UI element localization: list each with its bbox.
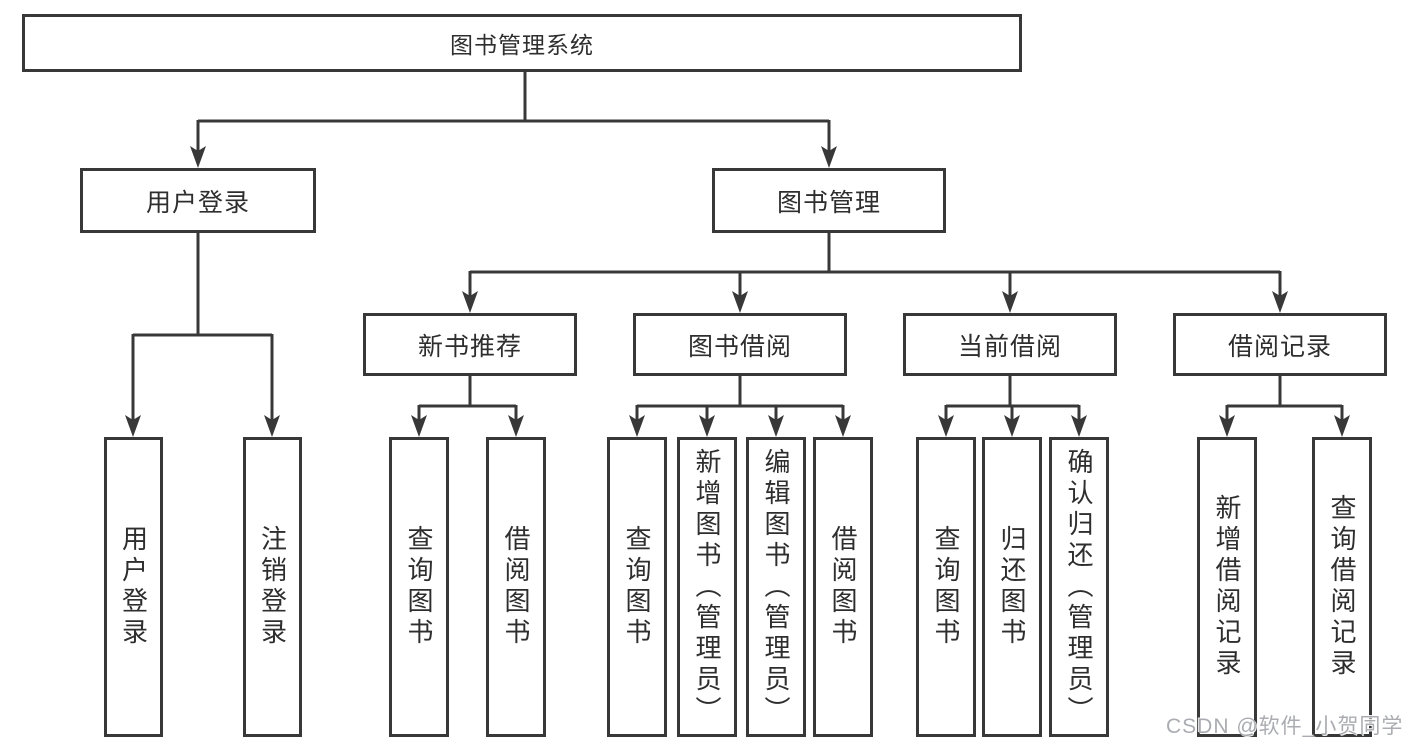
arrowhead-icon	[821, 146, 837, 168]
leaf-user-login: 用户登录	[104, 437, 163, 737]
arrowhead-icon	[462, 291, 478, 313]
node-root-system: 图书管理系统	[22, 14, 1022, 72]
arrowhead-icon	[1334, 415, 1350, 437]
arrowhead-icon	[125, 415, 141, 437]
leaf-query-books-current: 查询图书	[916, 437, 976, 737]
leaf-edit-book-admin: 编辑图书（管理员）	[746, 437, 806, 737]
leaf-label: 查询借阅记录	[1327, 494, 1357, 680]
leaf-label: 确认归还（管理员）	[1064, 447, 1094, 727]
leaf-query-borrow-record: 查询借阅记录	[1312, 437, 1372, 737]
arrowheads	[125, 146, 1350, 437]
arrowhead-icon	[411, 415, 427, 437]
leaf-logout: 注销登录	[243, 437, 302, 737]
arrowhead-icon	[732, 291, 748, 313]
leaf-label: 借阅图书	[828, 525, 858, 649]
leaf-borrow-books-recommend: 借阅图书	[486, 437, 546, 737]
leaf-label: 新增图书（管理员）	[692, 447, 722, 727]
leaf-query-books-recommend: 查询图书	[389, 437, 449, 737]
leaf-confirm-return-admin: 确认归还（管理员）	[1049, 437, 1109, 737]
arrowhead-icon	[508, 415, 524, 437]
arrowhead-icon	[1219, 415, 1235, 437]
leaf-label: 注销登录	[257, 525, 288, 649]
arrowhead-icon	[1004, 415, 1020, 437]
arrowhead-icon	[264, 415, 280, 437]
arrowhead-icon	[938, 415, 954, 437]
arrowhead-icon	[835, 415, 851, 437]
arrowhead-icon	[629, 415, 645, 437]
leaf-label: 借阅图书	[501, 525, 531, 649]
leaf-add-book-admin: 新增图书（管理员）	[677, 437, 737, 737]
arrowhead-icon	[1071, 415, 1087, 437]
connector-lines	[131, 72, 1344, 421]
leaf-label: 查询图书	[404, 525, 434, 649]
node-new-book-recommend: 新书推荐	[363, 313, 577, 376]
arrowhead-icon	[768, 415, 784, 437]
arrowhead-icon	[699, 415, 715, 437]
leaf-label: 查询图书	[622, 525, 652, 649]
csdn-watermark: CSDN @软件_小贺同学	[1166, 715, 1404, 738]
leaf-label: 查询图书	[931, 525, 961, 649]
leaf-return-book: 归还图书	[982, 437, 1042, 737]
arrowhead-icon	[1002, 291, 1018, 313]
node-user-login: 用户登录	[80, 168, 316, 233]
node-current-borrow: 当前借阅	[903, 313, 1117, 376]
leaf-label: 归还图书	[997, 525, 1027, 649]
leaf-label: 编辑图书（管理员）	[761, 447, 791, 727]
leaf-borrow-book: 借阅图书	[813, 437, 873, 737]
leaf-query-books-borrow: 查询图书	[607, 437, 667, 737]
arrowhead-icon	[1272, 291, 1288, 313]
node-book-borrow: 图书借阅	[633, 313, 847, 376]
leaf-add-borrow-record: 新增借阅记录	[1197, 437, 1257, 737]
node-borrow-records: 借阅记录	[1173, 313, 1387, 376]
leaf-label: 用户登录	[118, 525, 149, 649]
node-book-management: 图书管理	[712, 168, 946, 233]
arrowhead-icon	[190, 146, 206, 168]
leaf-label: 新增借阅记录	[1212, 494, 1242, 680]
